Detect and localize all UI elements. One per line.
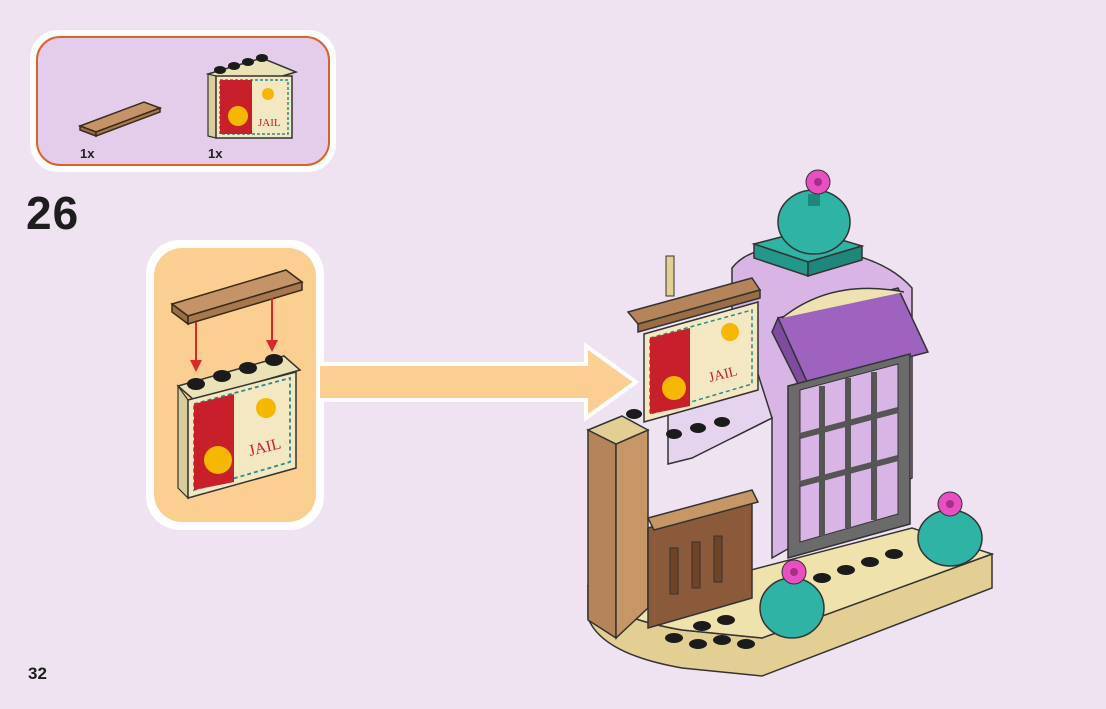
step-number: 26 xyxy=(26,186,79,240)
jail-model-illustration: JAIL xyxy=(582,168,1002,688)
part-poster-panel-icon: JAIL xyxy=(206,56,298,144)
pink-flower-top-icon xyxy=(806,170,830,194)
subassembly-illustration: JAIL xyxy=(168,262,308,512)
part-tan-plate-icon xyxy=(76,98,166,138)
part-2-quantity: 1x xyxy=(208,146,222,161)
pink-flower-bottom-icon xyxy=(782,560,806,584)
part-1-quantity: 1x xyxy=(80,146,94,161)
part-poster-text: JAIL xyxy=(258,117,281,129)
pink-flower-right-icon xyxy=(938,492,962,516)
page-number: 32 xyxy=(28,664,47,684)
